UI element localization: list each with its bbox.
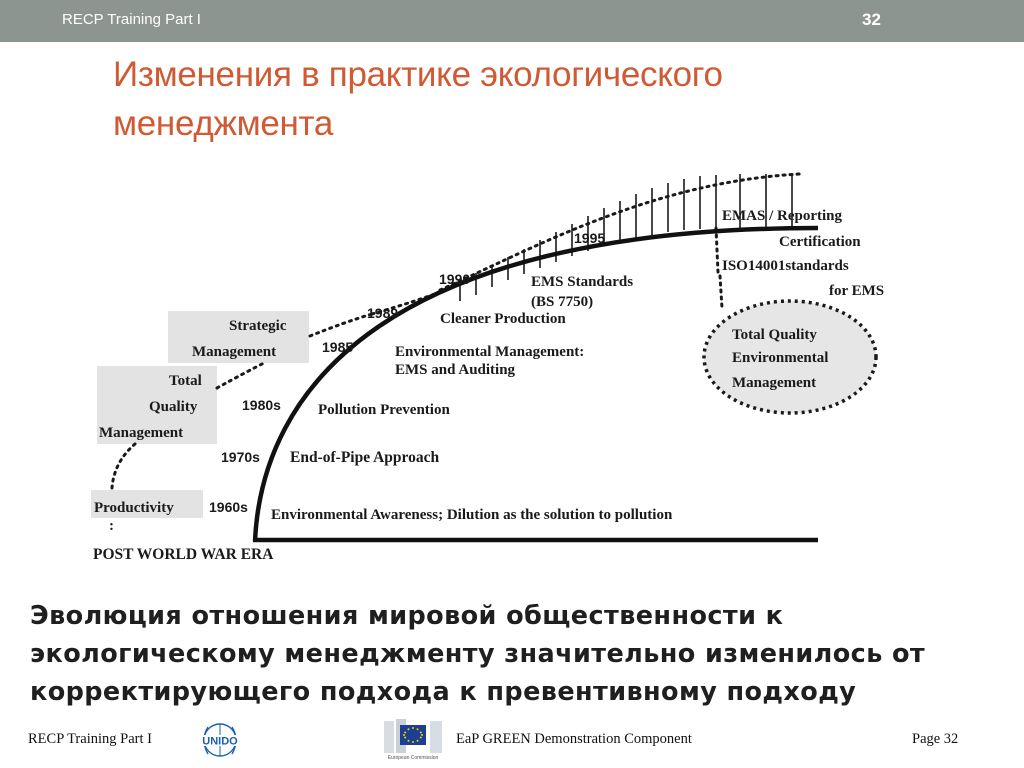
unido-logo: UNIDO xyxy=(197,723,243,757)
top-bar: RECP Training Part I 32 xyxy=(0,0,1024,42)
tqem-line-1: Total Quality xyxy=(732,327,817,343)
year-1985: 1985 xyxy=(322,339,353,355)
slide-caption: Эволюция отношения мировой общественност… xyxy=(30,601,926,707)
strategic-box xyxy=(168,311,309,363)
tqm-line-2: Quality xyxy=(149,399,198,415)
tqm-line-1: Total xyxy=(169,373,202,389)
dotted-connectors xyxy=(110,172,802,490)
stage-ems-standards: EMS Standards xyxy=(531,274,633,290)
footer-page-number: Page 32 xyxy=(912,731,959,747)
stage-cleaner: Cleaner Production xyxy=(440,311,566,327)
strategic-line-1: Strategic xyxy=(229,318,287,334)
header-title: RECP Training Part I xyxy=(62,11,201,28)
stage-env-mgmt-2: EMS and Auditing xyxy=(395,362,516,378)
stage-env-mgmt-1: Environmental Management: xyxy=(395,344,584,360)
unido-logo-text: UNIDO xyxy=(202,736,238,748)
evolution-diagram: Productivity : Total Quality Management … xyxy=(91,172,884,563)
stage-pollution-prevention: Pollution Prevention xyxy=(318,402,450,418)
productivity-dots: : xyxy=(109,518,114,534)
tqm-line-3: Management xyxy=(99,425,183,441)
tqem-ellipse xyxy=(702,299,878,415)
label-for-ems: for EMS xyxy=(829,283,884,299)
base-era-label: POST WORLD WAR ERA xyxy=(93,546,274,563)
tqm-box xyxy=(97,366,217,444)
year-1970s: 1970s xyxy=(221,449,260,465)
stage-bs7750: (BS 7750) xyxy=(531,294,593,310)
tqem-line-2: Environmental xyxy=(732,350,828,366)
productivity-label: Productivity xyxy=(94,500,174,516)
label-certification: Certification xyxy=(779,234,861,250)
slide-number: 32 xyxy=(862,10,881,29)
year-1995: 1995 xyxy=(574,230,605,246)
footer-center-text: EaP GREEN Demonstration Component xyxy=(456,731,692,747)
label-iso: ISO14001standards xyxy=(722,258,849,274)
slide-title: Изменения в практике экологического мене… xyxy=(113,55,723,143)
footer-left-text: RECP Training Part I xyxy=(28,731,152,747)
tqem-line-3: Management xyxy=(732,375,816,391)
stage-awareness: Environmental Awareness; Dilution as the… xyxy=(271,507,673,523)
main-curve xyxy=(252,225,819,542)
year-1980s: 1980s xyxy=(242,397,281,413)
year-1989: 1989 xyxy=(367,305,398,321)
european-commission-logo: European Commission xyxy=(384,719,442,761)
label-emas: EMAS / Reporting xyxy=(722,208,843,224)
year-1990: 1990 xyxy=(439,271,470,287)
strategic-line-2: Management xyxy=(192,344,276,360)
eu-logo-text: European Commission xyxy=(388,755,439,761)
stage-end-of-pipe: End-of-Pipe Approach xyxy=(290,449,440,466)
year-1960s: 1960s xyxy=(209,499,248,515)
productivity-box xyxy=(91,490,203,518)
